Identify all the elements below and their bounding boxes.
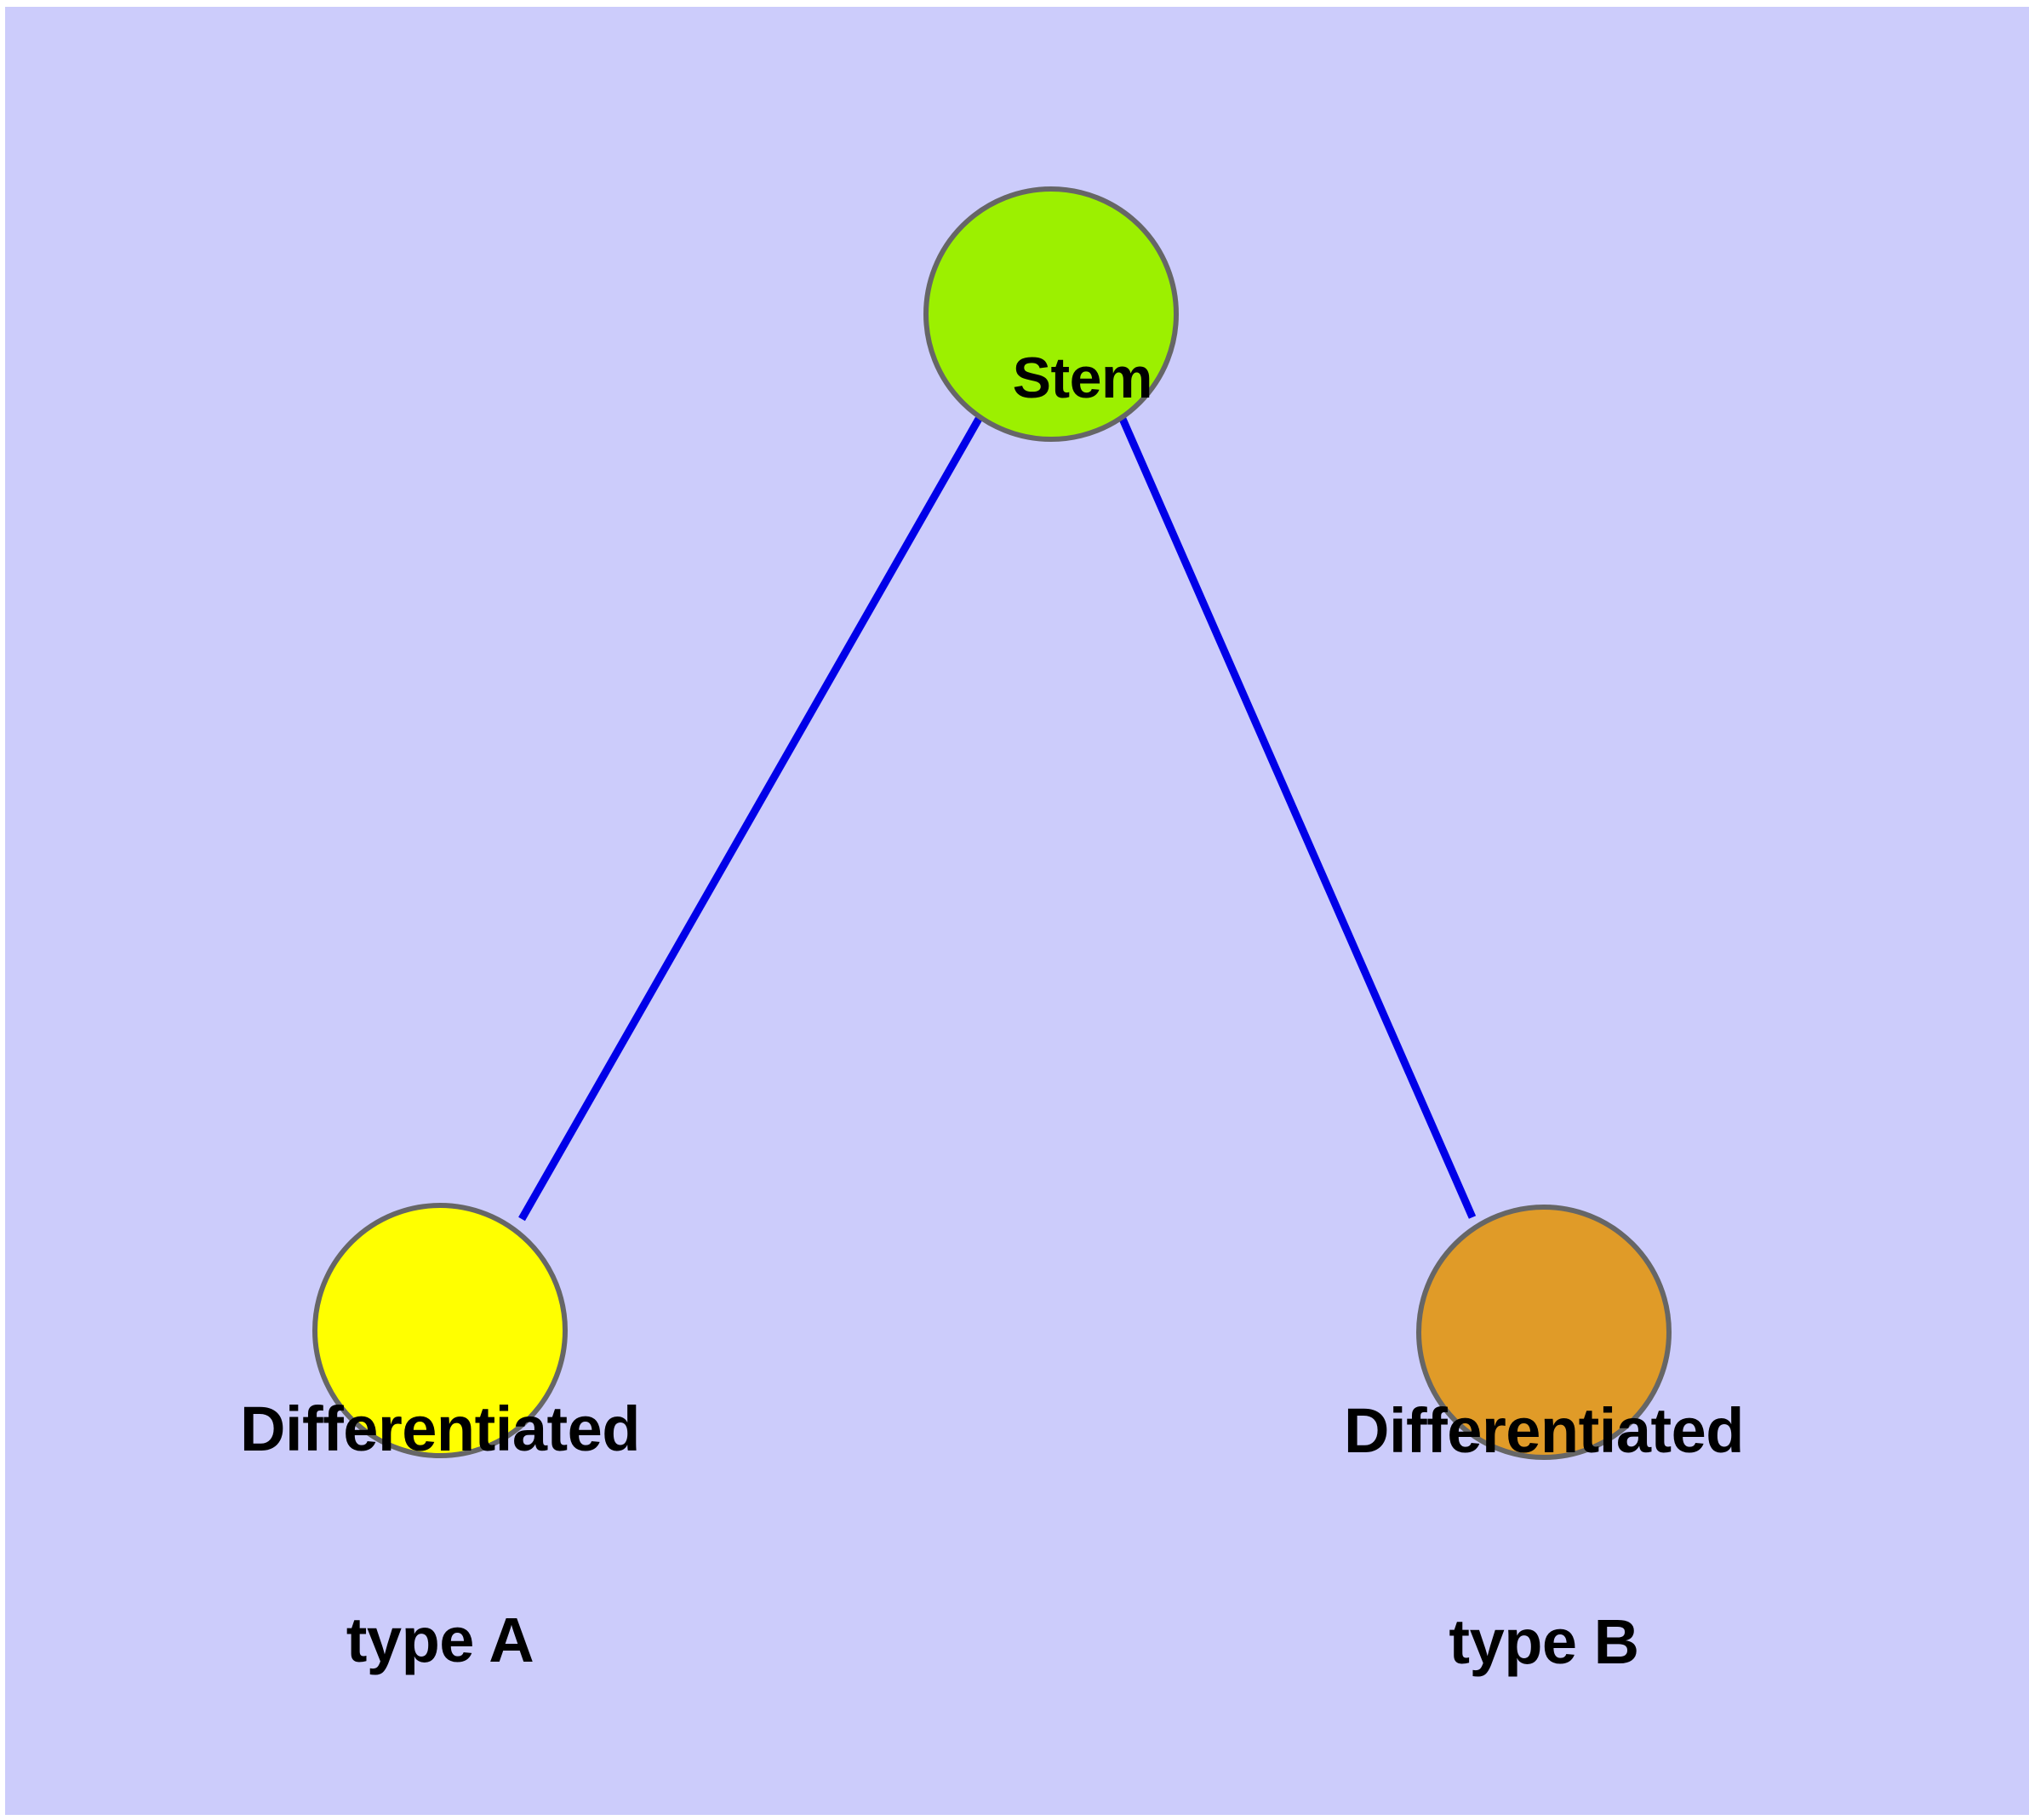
node-stem[interactable]	[923, 186, 1179, 442]
edge-stem-to-differentiated-b	[1118, 417, 1477, 1219]
node-differentiated-type-b[interactable]	[1416, 1205, 1672, 1460]
node-layer	[312, 186, 1672, 1460]
edge-stem-to-differentiated-a	[518, 416, 982, 1222]
edge-layer	[518, 416, 1477, 1222]
node-differentiated-type-a[interactable]	[312, 1203, 568, 1458]
